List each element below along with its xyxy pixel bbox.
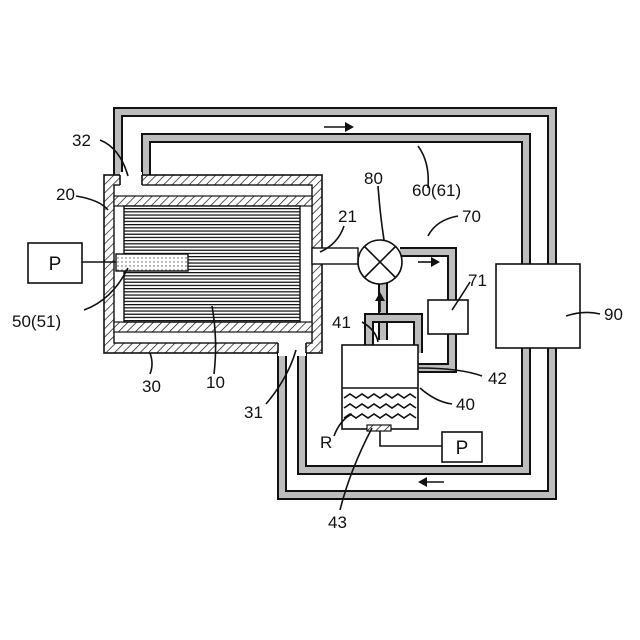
label-80: 80 xyxy=(364,169,383,188)
label-31: 31 xyxy=(244,403,263,422)
label-32: 32 xyxy=(72,131,91,150)
flow-arrow-bottom xyxy=(418,477,444,487)
tank-40 xyxy=(342,345,418,431)
heater-50 xyxy=(82,254,188,271)
label-40: 40 xyxy=(456,395,475,414)
pipe-21 xyxy=(312,248,358,264)
label-20: 20 xyxy=(56,185,75,204)
label-70: 70 xyxy=(462,207,481,226)
label-60-61: 60(61) xyxy=(412,181,461,200)
label-30: 30 xyxy=(142,377,161,396)
flow-arrow-top xyxy=(324,122,354,132)
flow-arrow-right xyxy=(418,257,440,267)
label-41: 41 xyxy=(332,313,351,332)
label-90: 90 xyxy=(604,305,623,324)
label-R: R xyxy=(320,433,332,452)
unit-90-box xyxy=(496,264,580,348)
label-43: 43 xyxy=(328,513,347,532)
label-50-51: 50(51) xyxy=(12,312,61,331)
label-21: 21 xyxy=(338,207,357,226)
pump-right-label: P xyxy=(456,438,469,459)
sensor-71-box xyxy=(428,300,468,334)
pump-left-box: P xyxy=(28,243,82,283)
label-42: 42 xyxy=(488,369,507,388)
valve-80 xyxy=(358,240,402,284)
label-10: 10 xyxy=(206,373,225,392)
pump-left-label: P xyxy=(49,254,62,275)
label-71: 71 xyxy=(468,271,487,290)
pump-right-box: P xyxy=(380,431,482,462)
